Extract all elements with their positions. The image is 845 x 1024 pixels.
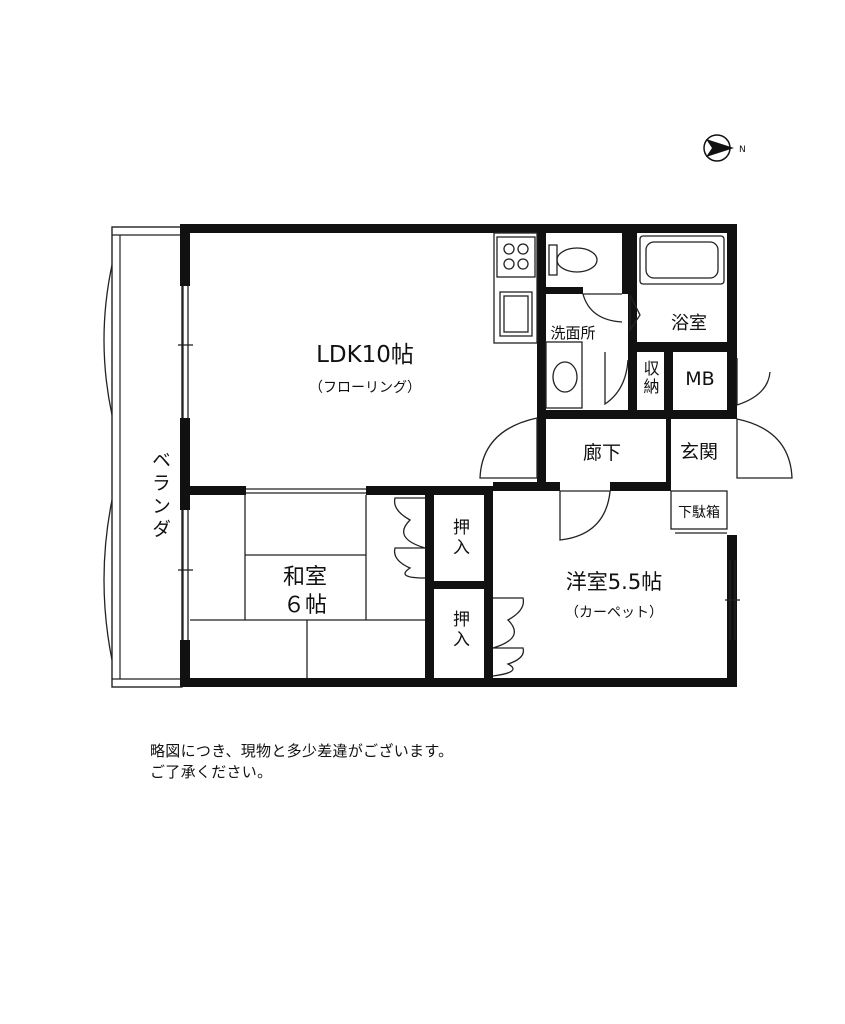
- wall-hall-bottom: [493, 482, 560, 491]
- washroom-label: 洗面所: [550, 324, 595, 342]
- oshiire-door-upper: [393, 497, 426, 579]
- balcony-outline: [111, 226, 183, 688]
- bath-door: [629, 294, 641, 333]
- entrance-label: 玄関: [680, 441, 718, 463]
- youshitsu-door-arc: [559, 490, 611, 541]
- wall-oshiire-middle: [425, 581, 493, 589]
- wall-bath-bottom: [628, 342, 737, 352]
- washitsu-label: 和室: [283, 565, 327, 590]
- disclaimer-line-1: 略図につき、現物と多少差違がございます。: [150, 742, 454, 760]
- wall-left-upper: [180, 224, 190, 286]
- bathtub-inner: [645, 241, 719, 279]
- wall-storage-right: [664, 342, 673, 419]
- wall-toilet-right: [622, 224, 631, 294]
- wash-basin: [545, 341, 629, 409]
- mb-door-arc: [736, 358, 771, 406]
- bathtub-outer: [639, 235, 725, 285]
- washitsu: [190, 488, 525, 678]
- ldk-floor-label: （フローリング）: [309, 380, 421, 396]
- basin-counter: [545, 341, 583, 409]
- wash-door-arc: [604, 352, 629, 406]
- stove: [496, 236, 536, 278]
- compass: N: [703, 134, 746, 162]
- shoe-box: [670, 490, 728, 530]
- wall-top: [180, 224, 737, 233]
- hall-doors: [479, 417, 793, 541]
- basin: [552, 361, 578, 393]
- room-labels: LDK10帖 （フローリング） 洗面所 浴室 収納 MB 廊下 玄関 下駄箱 和…: [283, 313, 720, 650]
- wall-wash-right: [628, 342, 637, 419]
- bath-label: 浴室: [671, 313, 707, 334]
- wall-oshiire-left-upper: [425, 486, 434, 581]
- balcony-door-arc-lower: [103, 499, 113, 661]
- storage-doors: [736, 358, 771, 406]
- wall-oshiire-right: [484, 486, 493, 687]
- counter: [493, 232, 538, 344]
- interior-walls: [180, 224, 737, 687]
- burner: [503, 258, 515, 270]
- wall-entrance-left: [666, 419, 671, 491]
- sink-basin: [503, 295, 529, 333]
- disclaimer-line-2: ご了承ください。: [150, 763, 273, 781]
- ldk-door-arc: [479, 417, 538, 479]
- entrance-door-arc: [736, 418, 793, 479]
- mb-label: MB: [685, 368, 714, 390]
- wall-ldk-bottom-left: [180, 486, 246, 495]
- wall-left-lower: [180, 640, 190, 687]
- toilet: [548, 244, 623, 323]
- wall-hall-bottom-right: [610, 482, 670, 491]
- outer-walls: [180, 224, 737, 687]
- oshiire-lower-label: 押入: [449, 610, 470, 650]
- toilet-door-arc: [582, 293, 623, 323]
- left-windows: [178, 286, 193, 640]
- burner: [517, 243, 529, 255]
- wall-toilet-bottom: [537, 287, 583, 294]
- shoe-box-label: 下駄箱: [678, 505, 720, 521]
- wall-oshiire-left-lower: [425, 589, 434, 687]
- burner: [503, 243, 515, 255]
- hallway-label: 廊下: [583, 442, 621, 464]
- balcony-label: ベランダ: [149, 450, 171, 542]
- wall-bath-left: [628, 224, 637, 342]
- toilet-tank: [548, 244, 558, 276]
- storage-label: 収納: [641, 360, 660, 396]
- bathtub: [629, 235, 725, 333]
- wall-left-middle: [180, 418, 190, 510]
- compass-arrow-icon: [706, 139, 734, 157]
- balcony: ベランダ: [103, 226, 183, 688]
- wall-right-upper: [727, 224, 737, 352]
- right-window: [725, 560, 740, 640]
- toilet-bowl: [556, 247, 598, 273]
- wall-hall-left: [537, 418, 546, 491]
- oshiire-upper-label: 押入: [449, 518, 470, 558]
- balcony-door-arc-upper: [103, 264, 113, 416]
- disclaimer-note: 略図につき、現物と多少差違がございます。 ご了承ください。: [150, 741, 453, 783]
- youshitsu-label: 洋室5.5帖: [566, 570, 662, 594]
- kitchen: [493, 232, 538, 344]
- oshiire-door-lower: [492, 597, 525, 677]
- wall-kitchen-right: [537, 224, 546, 418]
- burner: [517, 258, 529, 270]
- youshitsu-floor-label: （カーペット）: [565, 605, 663, 621]
- washitsu-size-label: ６帖: [283, 593, 327, 618]
- ldk-label: LDK10帖: [316, 342, 414, 368]
- wall-bottom: [180, 678, 737, 687]
- sink: [499, 291, 533, 337]
- compass-north-label: N: [739, 145, 746, 155]
- wall-mb-right: [727, 342, 737, 419]
- wall-right-lower: [727, 535, 737, 687]
